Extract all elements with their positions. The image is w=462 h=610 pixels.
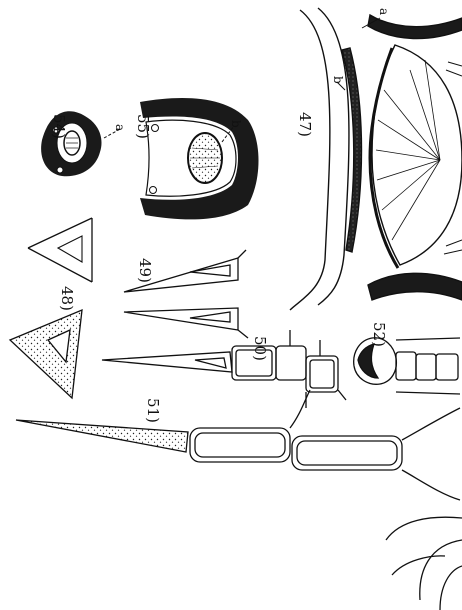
fig50-fiber-lumen (195, 358, 226, 368)
fig52-cell (436, 354, 458, 380)
figure-52 (354, 338, 460, 394)
fig51-branch (290, 390, 310, 428)
fig47-bottom-dark-arc (368, 273, 462, 300)
fig51-branch (402, 470, 460, 500)
figure-48 (10, 218, 92, 398)
label-fig-47: 47) (296, 112, 314, 137)
figure-50 (102, 330, 346, 408)
fig51-stippled-fiber (16, 420, 188, 452)
fig52-head-dark (358, 344, 378, 378)
label-fig-54: 54) (50, 114, 68, 139)
figure-51 (16, 390, 460, 500)
fig52-cell (416, 354, 436, 380)
figure-55 (140, 98, 259, 219)
fig49-lumen-right (190, 312, 230, 322)
fig50-fiber (102, 352, 232, 372)
pointer-letter-a-fig54: a (113, 124, 127, 131)
fig48-lumen-upper (58, 236, 82, 262)
label-fig-49: 49) (136, 258, 154, 283)
label-fig-52: 52) (370, 322, 388, 347)
fig50-cell (310, 360, 334, 388)
fig50-cell (276, 346, 306, 380)
pointer-letter-b-fig47: b (331, 76, 345, 84)
pointer-letter-a-fig47: a (377, 8, 391, 15)
label-fig-48: 48) (58, 286, 76, 311)
label-fig-50: 50) (251, 336, 269, 361)
fig51-cell (195, 433, 285, 457)
fig49-spindle-right (124, 308, 238, 330)
figure-47 (290, 8, 462, 310)
fig47-top-dark-arc (368, 15, 462, 39)
fig54-small-cell (57, 167, 63, 173)
label-fig-55: 55) (134, 114, 152, 139)
pointer-letter-b-fig55: b (229, 120, 243, 128)
fig51-cell (297, 441, 397, 465)
fig52-cell (396, 352, 416, 380)
fig48-cell-lower (10, 310, 82, 398)
fig55-small-cell (150, 187, 157, 194)
lower-right-cell-outlines (386, 517, 462, 610)
fig47-vascular-disc (372, 45, 462, 265)
fig47-outer-wall (290, 10, 330, 310)
label-fig-51: 51) (144, 398, 162, 423)
fig51-branch (402, 408, 460, 440)
